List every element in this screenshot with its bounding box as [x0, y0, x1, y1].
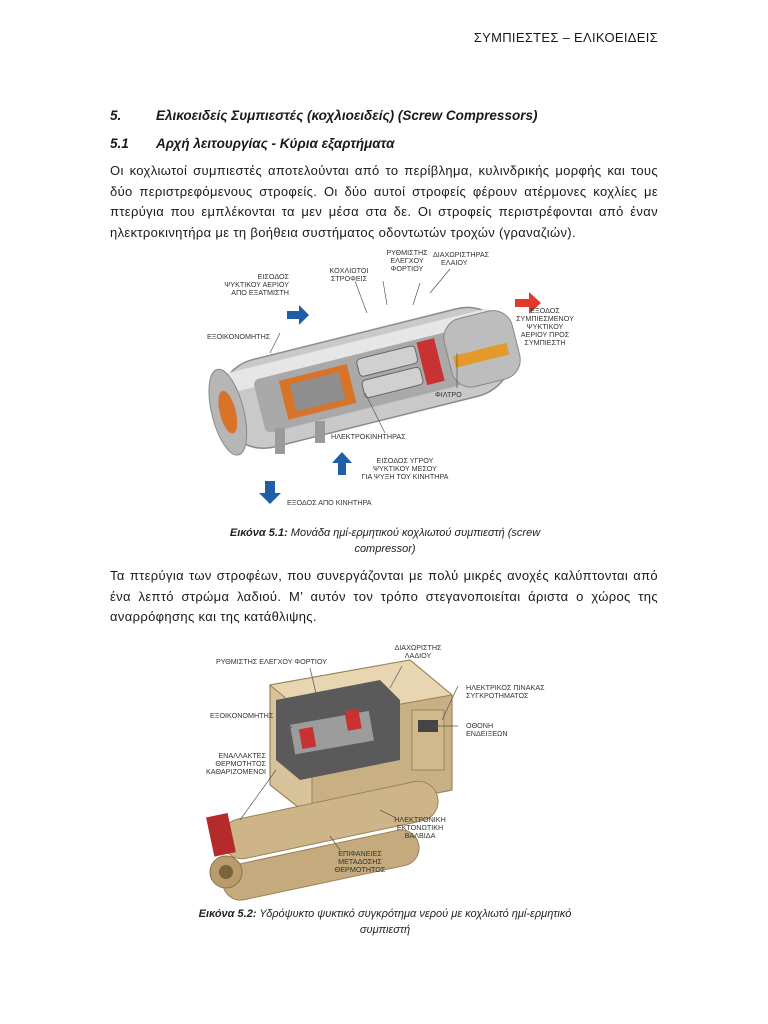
- caption-line: συμπιεστή: [359, 924, 411, 936]
- caption-line: Εικόνα 5.2: Υδρόψυκτο ψυκτικό συγκρότημα…: [150, 906, 620, 922]
- label-economizer: ΕΞΟΙΚΟΝΟΜΗΤΗΣ: [210, 711, 274, 720]
- label-line: ΣΥΜΠΙΕΣΜΕΝΟΥ: [516, 314, 574, 323]
- label-line: ΨΥΚΤΙΚΟΥ ΜΕΣΟΥ: [373, 464, 437, 473]
- label-capacity-regulator: ΡΥΘΜΙΣΤΗΣ ΕΛΕΓΧΟΥ ΦΟΡΤΙΟΥ: [216, 657, 328, 666]
- label-screw-rotors: ΚΟΧΛΙΩΤΟΙ ΣΤΡΟΦΕΙΣ: [319, 267, 379, 283]
- label-line: ΕΝΑΛΛΑΚΤΕΣ: [218, 751, 266, 760]
- label-line: ΗΛΕΚΤΡΟΝΙΚΗ: [394, 815, 446, 824]
- figure-5-1-caption: Εικόνα 5.1: Μονάδα ημί-ερμητικού κοχλιωτ…: [200, 525, 570, 557]
- section-number: 5.1: [110, 136, 129, 151]
- caption-text: Υδρόψυκτο ψυκτικό συγκρότημα νερού με κο…: [259, 908, 572, 920]
- label-line: ΔΙΑΧΩΡΙΣΤΗΣ: [394, 643, 442, 652]
- label-line: ΚΟΧΛΙΩΤΟΙ: [329, 266, 369, 275]
- figure-5-1: ΕΙΣΟΔΟΣ ΨΥΚΤΙΚΟΥ ΑΕΡΙΟΥ ΑΠΟ ΕΞΑΤΜΙΣΤΗ ΚΟ…: [195, 243, 585, 513]
- label-heat-surfaces: ΕΠΙΦΑΝΕΙΕΣ ΜΕΤΑΔΟΣΗΣ ΘΕΡΜΟΤΗΤΟΣ: [330, 850, 390, 874]
- label-oil-separator: ΔΙΑΧΩΡΙΣΤΗΣ ΛΑΔΙΟΥ: [388, 644, 448, 660]
- label-line: ΕΙΣΟΔΟΣ: [257, 272, 289, 281]
- label-line: ΔΙΑΧΩΡΙΣΤΗΡΑΣ: [433, 250, 490, 259]
- label-motor: ΗΛΕΚΤΡΟΚΙΝΗΤΗΡΑΣ: [331, 432, 406, 441]
- label-electrical-panel: ΗΛΕΚΤΡΙΚΟΣ ΠΙΝΑΚΑΣ ΣΥΓΚΡΟΤΗΜΑΤΟΣ: [466, 684, 545, 700]
- label-line: ΕΛΕΓΧΟΥ: [390, 256, 424, 265]
- caption-text: Μονάδα ημί-ερμητικού κοχλιωτού συμπιεστή…: [290, 527, 541, 539]
- label-line: ΣΤΡΟΦΕΙΣ: [330, 274, 368, 283]
- label-liquid-inlet: ΕΙΣΟΔΟΣ ΥΓΡΟΥ ΨΥΚΤΙΚΟΥ ΜΕΣΟΥ ΓΙΑ ΨΥΞΗ ΤΟ…: [345, 457, 465, 481]
- label-line: ΕΚΤΟΝΩΤΙΚΗ: [396, 823, 444, 832]
- section-number: 5.: [110, 108, 122, 123]
- label-line: ΕΞΟΔΟΣ: [530, 306, 560, 315]
- caption-label: Εικόνα 5.2:: [198, 908, 257, 920]
- figure-5-2: ΡΥΘΜΙΣΤΗΣ ΕΛΕΓΧΟΥ ΦΟΡΤΙΟΥ ΔΙΑΧΩΡΙΣΤΗΣ ΛΑ…: [180, 640, 545, 901]
- chiller-unit-illustration: [206, 659, 459, 901]
- label-line: ΨΥΚΤΙΚΟΥ ΑΕΡΙΟΥ: [224, 280, 289, 289]
- label-line: ΑΠΟ ΕΞΑΤΜΙΣΤΗ: [231, 288, 289, 297]
- label-line: ΣΥΓΚΡΟΤΗΜΑΤΟΣ: [466, 691, 529, 700]
- paragraph-2: Τα πτερύγια των στροφέων, που συνεργάζον…: [110, 568, 658, 624]
- caption-line: compressor): [354, 543, 416, 555]
- section-title: Αρχή λειτουργίας - Κύρια εξαρτήματα: [156, 136, 395, 151]
- label-line: ΦΟΡΤΙΟΥ: [390, 264, 424, 273]
- label-expansion-valve: ΗΛΕΚΤΡΟΝΙΚΗ ΕΚΤΟΝΩΤΙΚΗ ΒΑΛΒΙΔΑ: [390, 816, 450, 840]
- section-title: Ελικοειδείς Συμπιεστές (κοχλιοειδείς) (S…: [156, 108, 538, 123]
- label-line: ΑΕΡΙΟΥ ΠΡΟΣ: [520, 330, 570, 339]
- label-line: ΟΘΟΝΗ: [466, 721, 494, 730]
- label-suction-inlet: ΕΙΣΟΔΟΣ ΨΥΚΤΙΚΟΥ ΑΕΡΙΟΥ ΑΠΟ ΕΞΑΤΜΙΣΤΗ: [195, 273, 289, 297]
- section-5-heading: 5. Ελικοειδείς Συμπιεστές (κοχλιοειδείς)…: [110, 108, 670, 126]
- label-economizer: ΕΞΟΙΚΟΝΟΜΗΤΗΣ: [207, 332, 271, 341]
- label-line: ΡΥΘΜΙΣΤΗΣ: [386, 248, 428, 257]
- label-motor-outlet: ΕΞΟΔΟΣ ΑΠΟ ΚΙΝΗΤΗΡΑ: [287, 498, 372, 507]
- label-capacity-regulator: ΡΥΘΜΙΣΤΗΣ ΕΛΕΓΧΟΥ ΦΟΡΤΙΟΥ: [379, 249, 435, 273]
- label-display: ΟΘΟΝΗ ΕΝΔΕΙΞΕΩΝ: [466, 722, 508, 738]
- label-line: ΕΛΑΙΟΥ: [441, 258, 468, 267]
- label-line: ΜΕΤΑΔΟΣΗΣ: [338, 857, 382, 866]
- label-line: ΕΠΙΦΑΝΕΙΕΣ: [338, 849, 382, 858]
- label-filter: ΦΙΛΤΡΟ: [435, 390, 462, 399]
- label-line: ΨΥΚΤΙΚΟΥ: [526, 322, 564, 331]
- compressor-cutaway-illustration: [208, 268, 541, 504]
- label-line: ΕΙΣΟΔΟΣ ΥΓΡΟΥ: [376, 456, 434, 465]
- label-line: ΕΝΔΕΙΞΕΩΝ: [466, 729, 508, 738]
- label-line: ΘΕΡΜΟΤΗΤΟΣ: [334, 865, 386, 874]
- label-line: ΘΕΡΜΟΤΗΤΟΣ: [215, 759, 266, 768]
- label-line: ΗΛΕΚΤΡΙΚΟΣ ΠΙΝΑΚΑΣ: [466, 683, 545, 692]
- running-header: ΣΥΜΠΙΕΣΤΕΣ – ΕΛΙΚΟΕΙΔΕΙΣ: [473, 30, 658, 45]
- label-line: ΒΑΛΒΙΔΑ: [404, 831, 436, 840]
- label-oil-separator: ΔΙΑΧΩΡΙΣΤΗΡΑΣ ΕΛΑΙΟΥ: [433, 251, 523, 267]
- caption-line: Εικόνα 5.1: Μονάδα ημί-ερμητικού κοχλιωτ…: [200, 525, 570, 541]
- section-5-1-heading: 5.1 Αρχή λειτουργίας - Κύρια εξαρτήματα: [110, 136, 670, 154]
- label-line: ΣΥΜΠΙΕΣΤΗ: [524, 338, 566, 347]
- figure-5-2-caption: Εικόνα 5.2: Υδρόψυκτο ψυκτικό συγκρότημα…: [150, 906, 620, 938]
- caption-label: Εικόνα 5.1:: [229, 527, 288, 539]
- label-line: ΛΑΔΙΟΥ: [404, 651, 432, 660]
- label-discharge-outlet: ΕΞΟΔΟΣ ΣΥΜΠΙΕΣΜΕΝΟΥ ΨΥΚΤΙΚΟΥ ΑΕΡΙΟΥ ΠΡΟΣ…: [505, 307, 585, 347]
- label-heat-exchangers: ΕΝΑΛΛΑΚΤΕΣ ΘΕΡΜΟΤΗΤΟΣ ΚΑΘΑΡΙΖΟΜΕΝΟΙ: [180, 752, 266, 776]
- label-line: ΚΑΘΑΡΙΖΟΜΕΝΟΙ: [205, 767, 266, 776]
- paragraph-1: Οι κοχλιωτοί συμπιεστές αποτελούνται από…: [110, 163, 658, 240]
- label-line: ΓΙΑ ΨΥΞΗ ΤΟΥ ΚΙΝΗΤΗΡΑ: [361, 472, 449, 481]
